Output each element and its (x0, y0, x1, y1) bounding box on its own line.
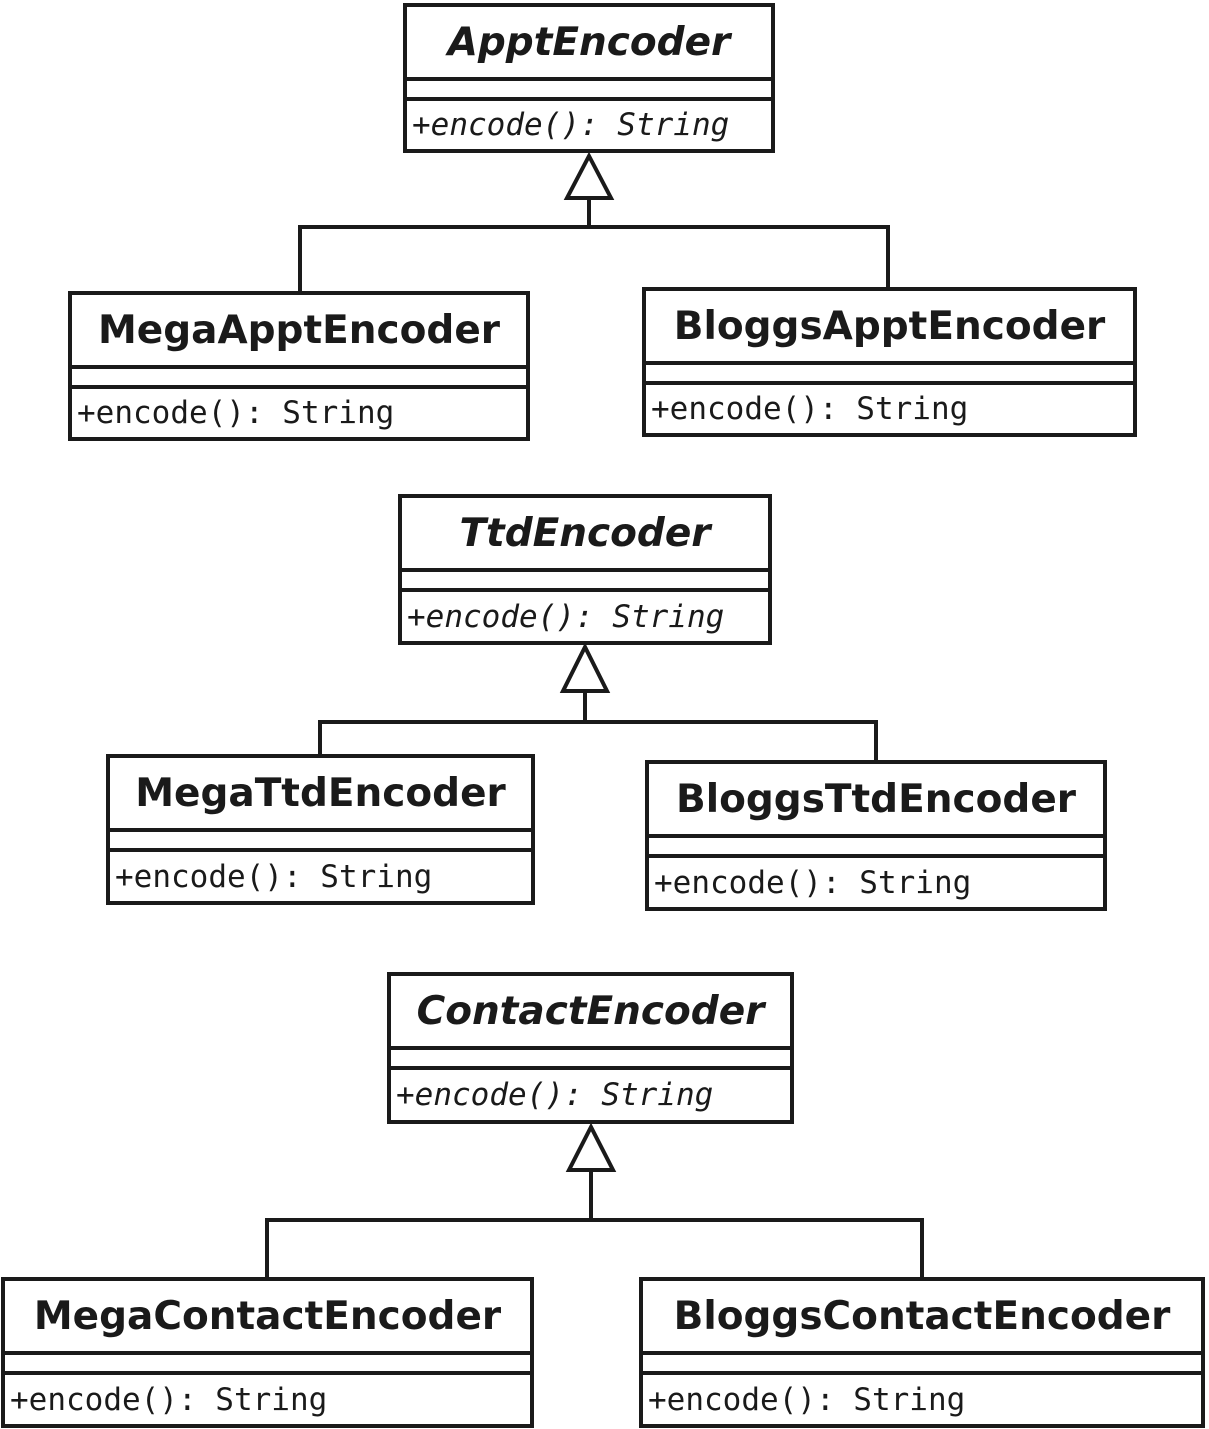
class-name: BloggsApptEncoder (646, 291, 1133, 365)
class-box-ttd-encoder: TtdEncoder +encode(): String (398, 494, 772, 645)
generalization-arrowhead-appt (563, 151, 615, 200)
operation: +encode(): String (654, 864, 972, 901)
class-name: MegaTtdEncoder (110, 758, 531, 832)
class-box-mega-contact-encoder: MegaContactEncoder +encode(): String (1, 1277, 534, 1428)
operation: +encode(): String (651, 391, 969, 427)
generalization-arrowhead-ttd (559, 642, 611, 693)
generalization-line-ttd (318, 720, 878, 762)
operation: +encode(): String (407, 598, 725, 635)
attributes-compartment (407, 81, 771, 101)
class-box-mega-ttd-encoder: MegaTtdEncoder +encode(): String (106, 754, 535, 905)
class-name: BloggsTtdEncoder (649, 764, 1103, 838)
operation: +encode(): String (648, 1381, 966, 1418)
class-name: ApptEncoder (407, 7, 771, 81)
class-box-appt-encoder: ApptEncoder +encode(): String (403, 3, 775, 153)
class-box-bloggs-appt-encoder: BloggsApptEncoder +encode(): String (642, 287, 1137, 437)
attributes-compartment (649, 838, 1103, 858)
class-box-contact-encoder: ContactEncoder +encode(): String (387, 972, 794, 1124)
operation: +encode(): String (396, 1077, 714, 1113)
operation: +encode(): String (412, 107, 730, 143)
attributes-compartment (646, 365, 1133, 385)
attributes-compartment (391, 1050, 790, 1070)
attributes-compartment (402, 572, 768, 592)
attributes-compartment (72, 369, 526, 389)
class-name: MegaContactEncoder (5, 1281, 530, 1355)
attributes-compartment (5, 1355, 530, 1375)
operation: +encode(): String (10, 1381, 328, 1418)
attributes-compartment (643, 1355, 1201, 1375)
operation: +encode(): String (115, 858, 433, 895)
generalization-line-contact (265, 1218, 924, 1279)
class-name: ContactEncoder (391, 976, 790, 1050)
class-box-bloggs-contact-encoder: BloggsContactEncoder +encode(): String (639, 1277, 1205, 1428)
class-name: BloggsContactEncoder (643, 1281, 1201, 1355)
operation: +encode(): String (77, 395, 395, 431)
generalization-line-appt (298, 225, 890, 293)
class-name: MegaApptEncoder (72, 295, 526, 369)
generalization-arrowhead-contact (565, 1122, 617, 1172)
class-box-bloggs-ttd-encoder: BloggsTtdEncoder +encode(): String (645, 760, 1107, 911)
class-box-mega-appt-encoder: MegaApptEncoder +encode(): String (68, 291, 530, 441)
class-name: TtdEncoder (402, 498, 768, 572)
attributes-compartment (110, 832, 531, 852)
